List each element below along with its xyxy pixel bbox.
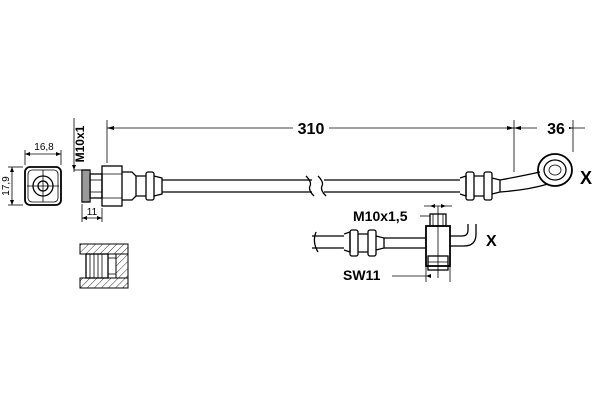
hose-side-view: X	[81, 153, 592, 207]
thread-main-label: M10x1	[73, 125, 87, 162]
end-view-outline	[24, 166, 62, 206]
fitting-length-label: 11	[87, 207, 98, 218]
end-view: 16,8 17,9	[1, 142, 62, 206]
dimension-310: 310	[106, 118, 515, 172]
thread-side-label: M10x1,5	[353, 208, 408, 224]
dimension-36: 36	[514, 118, 585, 152]
hex-nut	[101, 165, 123, 207]
wrench-size-label: SW11	[343, 267, 381, 283]
section-detail	[79, 243, 129, 289]
banjo-eye	[537, 153, 573, 187]
end-width-label: 16,8	[34, 142, 54, 153]
dimension-11: 11	[81, 204, 103, 222]
length-label: 310	[298, 121, 325, 138]
end-length-label: 36	[547, 121, 565, 138]
view-marker-main: X	[580, 168, 592, 188]
view-marker-detail: X	[486, 233, 497, 250]
detail-view-x: X M10x1,5 SW11	[312, 204, 497, 283]
dimension-thread-main: M10x1	[72, 118, 87, 172]
end-height-label: 17,9	[1, 176, 12, 196]
